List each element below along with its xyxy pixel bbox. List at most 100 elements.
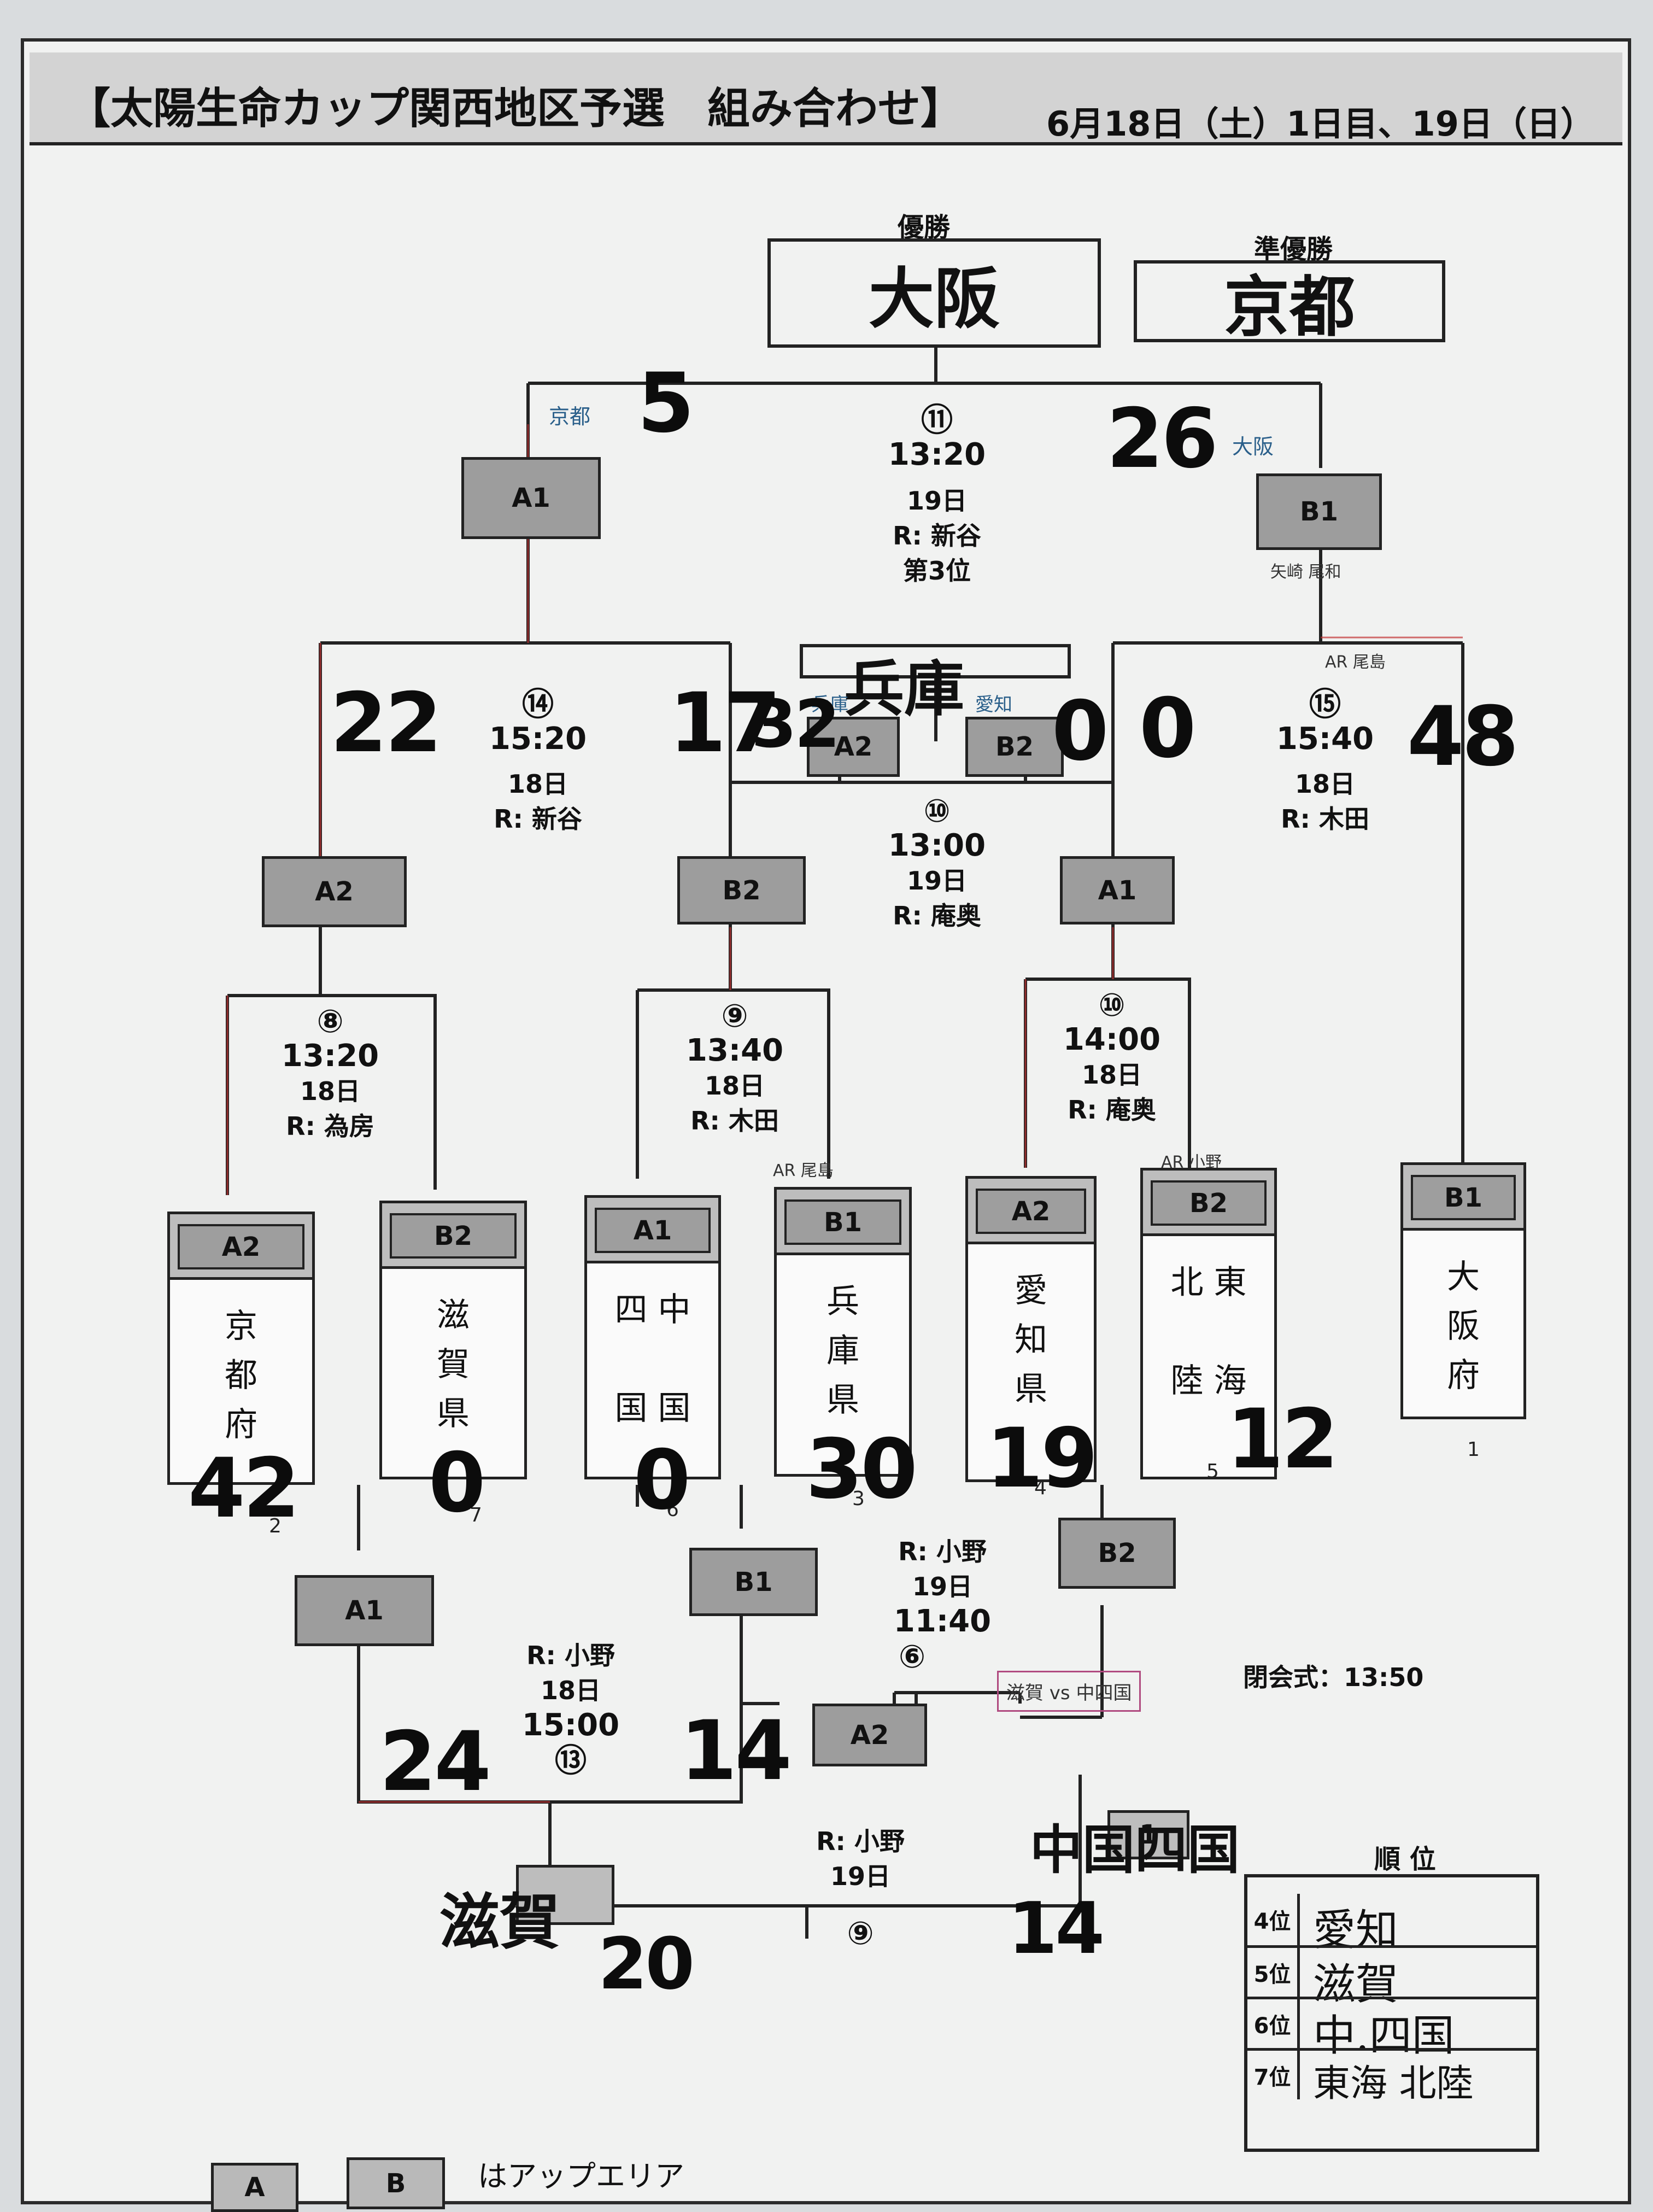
match-9b-no: ⑨ <box>847 1915 874 1952</box>
match-10-time: 14:00 <box>1063 1022 1161 1057</box>
ranking-row-5: 5位 滋賀 <box>1247 1945 1536 2009</box>
match-8-ref: R: 為房 <box>286 1111 374 1141</box>
match-15-time: 15:40 <box>1276 721 1374 757</box>
match-11-ref: R: 新谷 <box>893 521 981 551</box>
ranking-team-6: 中.四国 <box>1313 2011 1455 2061</box>
score-final-right: 26 <box>1106 391 1218 487</box>
match-13-no: ⑬ <box>554 1742 587 1779</box>
seed-third-a: A2 <box>807 717 900 777</box>
team-aichi-pos: 4 <box>1034 1477 1047 1499</box>
match-6-day: 19日 <box>912 1572 972 1601</box>
seed-final-right: B1 <box>1256 473 1382 550</box>
match-10-third-day: 19日 <box>906 866 967 896</box>
page-title: 【太陽生命カップ関西地区予選 組み合わせ】 <box>68 84 964 133</box>
match-8-no: ⑧ <box>316 1003 344 1040</box>
match-10-third: ⑩ 13:00 19日 R: 庵奥 <box>866 793 1008 933</box>
match-10-third-no: ⑩ <box>923 792 951 829</box>
legend-b: B <box>347 2157 445 2209</box>
ranking-row-4: 4位 愛知 <box>1247 1894 1536 1955</box>
lower-left-team: 滋賀 <box>439 1887 560 1957</box>
seed-lower-b2: B2 <box>1058 1518 1176 1589</box>
team-osaka-name: 大 阪 府 <box>1447 1258 1480 1395</box>
third-note-right: 愛知 <box>975 694 1012 716</box>
ranking-row-7: 7位 東海 北陸 <box>1247 2048 1536 2105</box>
team-box-aichi: A2 愛 知 県 <box>965 1176 1097 1482</box>
match-10: ⑩ 14:00 18日 R: 庵奥 <box>1041 987 1183 1127</box>
match-13-day: 18日 <box>540 1676 601 1705</box>
score-chushikoku: 0 <box>634 1433 690 1528</box>
score-sf-left-r: 17 <box>669 676 781 771</box>
match-14-time: 15:20 <box>489 721 587 757</box>
header-bar: 【太陽生命カップ関西地区予選 組み合わせ】 6月18日（土）1日目、19日（日） <box>30 52 1622 145</box>
note-final-left: 京都 <box>549 405 591 429</box>
team-tokai-pos: 5 <box>1206 1460 1219 1483</box>
team-kyoto-seed: A2 <box>178 1224 304 1269</box>
team-hyogo-name: 兵 庫 県 <box>826 1283 859 1419</box>
ranking-row-6: 6位 中.四国 <box>1247 1997 1536 2061</box>
team-osaka-seed: B1 <box>1411 1175 1516 1220</box>
team-chushikoku-seed: A1 <box>595 1208 711 1253</box>
team-tokai-name: 北 東 陸 海 <box>1170 1263 1247 1400</box>
team-aichi-seed: A2 <box>976 1189 1086 1234</box>
match-9-day: 18日 <box>704 1071 765 1101</box>
match-9-ref: R: 木田 <box>690 1106 779 1136</box>
score-m13-r: 14 <box>680 1704 792 1799</box>
team-aichi-name: 愛 知 県 <box>1015 1272 1047 1408</box>
ranking-team-5: 滋賀 <box>1313 1960 1399 2009</box>
score-kyoto: 42 <box>188 1441 300 1536</box>
match-9-no: ⑨ <box>721 997 748 1034</box>
match-14-day: 18日 <box>507 769 568 799</box>
winner-name: 大阪 <box>869 260 1000 337</box>
seed-lower-b1: B1 <box>689 1548 818 1616</box>
runner-up-box: 京都 <box>1134 260 1445 346</box>
match-11-time: 13:20 <box>888 437 986 472</box>
legend-a: A <box>211 2163 298 2212</box>
match-10-third-time: 13:00 <box>888 828 986 863</box>
closing-ceremony: 閉会式：13:50 <box>1243 1663 1424 1692</box>
score-hyogo: 30 <box>806 1422 918 1517</box>
ranking-team-7: 東海 北陸 <box>1313 2062 1474 2105</box>
winner-label: 優勝 <box>898 212 951 243</box>
score-aichi: 19 <box>986 1411 1098 1506</box>
third-note-left: 兵庫 <box>811 694 848 716</box>
ranking-table: 4位 愛知 5位 滋賀 6位 中.四国 7位 東海 北陸 <box>1244 1874 1539 2152</box>
seed-lower-1: 1 <box>1107 1810 1189 1859</box>
seed-sf-right-a: A1 <box>1060 856 1175 924</box>
seed-lower-a1: A1 <box>295 1575 434 1646</box>
team-tokai-seed: B2 <box>1151 1180 1267 1226</box>
team-chushikoku-name: 四 中 国 国 <box>614 1291 691 1427</box>
runner-up-name: 京都 <box>1224 268 1355 346</box>
team-shiga-seed: B2 <box>390 1213 517 1259</box>
seed-lower-left <box>516 1865 614 1925</box>
score-third-l: 32 <box>751 687 840 763</box>
match-6-time: 11:40 <box>893 1604 992 1639</box>
score-sf-left-l: 22 <box>330 676 442 771</box>
bracket-sheet: 【太陽生命カップ関西地区予選 組み合わせ】 6月18日（土）1日目、19日（日） <box>21 38 1631 2212</box>
match-11-day: 19日 <box>906 486 967 516</box>
match-15-no: ⑮ <box>1309 686 1341 723</box>
match-9: ⑨ 13:40 18日 R: 木田 <box>664 998 806 1138</box>
match-6: R: 小野 19日 11:40 ⑥ <box>877 1534 1008 1674</box>
match-10-day: 18日 <box>1081 1060 1142 1090</box>
match-8-day: 18日 <box>300 1076 360 1106</box>
score-m9b-l: 20 <box>598 1922 695 2005</box>
ranking-pos-6: 6位 <box>1247 1999 1300 2048</box>
runner-up-label: 準優勝 <box>1254 234 1333 265</box>
team-kyoto-name: 京 都 府 <box>225 1307 257 1444</box>
ranking-title: 順 位 <box>1374 1844 1436 1875</box>
note-ar-m9: AR 尾島 <box>773 1161 834 1180</box>
team-hyogo-pos: 3 <box>852 1488 865 1510</box>
ranking-pos-7: 7位 <box>1247 2051 1300 2099</box>
team-osaka-pos: 1 <box>1467 1438 1480 1461</box>
match-10-no: ⑩ <box>1098 986 1126 1023</box>
team-hyogo-seed: B1 <box>784 1199 901 1245</box>
match-9-time: 13:40 <box>685 1033 784 1068</box>
match-13-ref: R: 小野 <box>526 1641 615 1670</box>
note-ar-top: AR 尾島 <box>1325 653 1386 672</box>
team-box-hyogo: B1 兵 庫 県 <box>774 1187 912 1477</box>
third-team: 兵庫 <box>844 654 964 724</box>
match-8: ⑧ 13:20 18日 R: 為房 <box>259 1004 401 1144</box>
match-8-time: 13:20 <box>281 1038 379 1074</box>
lower-right-team: 中国四国 <box>1030 1819 1240 1881</box>
seed-sf-left-b: B2 <box>677 856 806 924</box>
